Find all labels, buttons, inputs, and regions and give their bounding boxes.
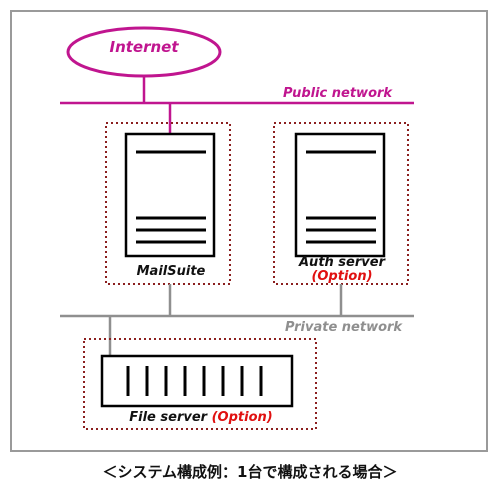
auth-option-label: (Option) [311,269,373,284]
file-server-box [83,338,317,430]
mailsuite-box [105,122,231,285]
auth-server-icon [294,132,386,258]
public-network-label: Public network [283,86,393,101]
mailsuite-label: MailSuite [136,264,206,279]
auth-server-label-group: Auth server (Option) [276,256,408,284]
file-server-icon [100,354,294,408]
file-server-label: File server [129,410,208,425]
file-server-label-group: File server (Option) [86,410,316,425]
file-option-label: (Option) [211,410,273,425]
mailsuite-server-icon [124,132,216,258]
diagram-frame [10,10,488,452]
internet-label: Internet [109,38,179,56]
auth-server-label: Auth server [299,255,385,270]
private-network-label: Private network [285,320,403,335]
figure-caption: ＜システム構成例：1台で構成される場合＞ [102,463,398,481]
